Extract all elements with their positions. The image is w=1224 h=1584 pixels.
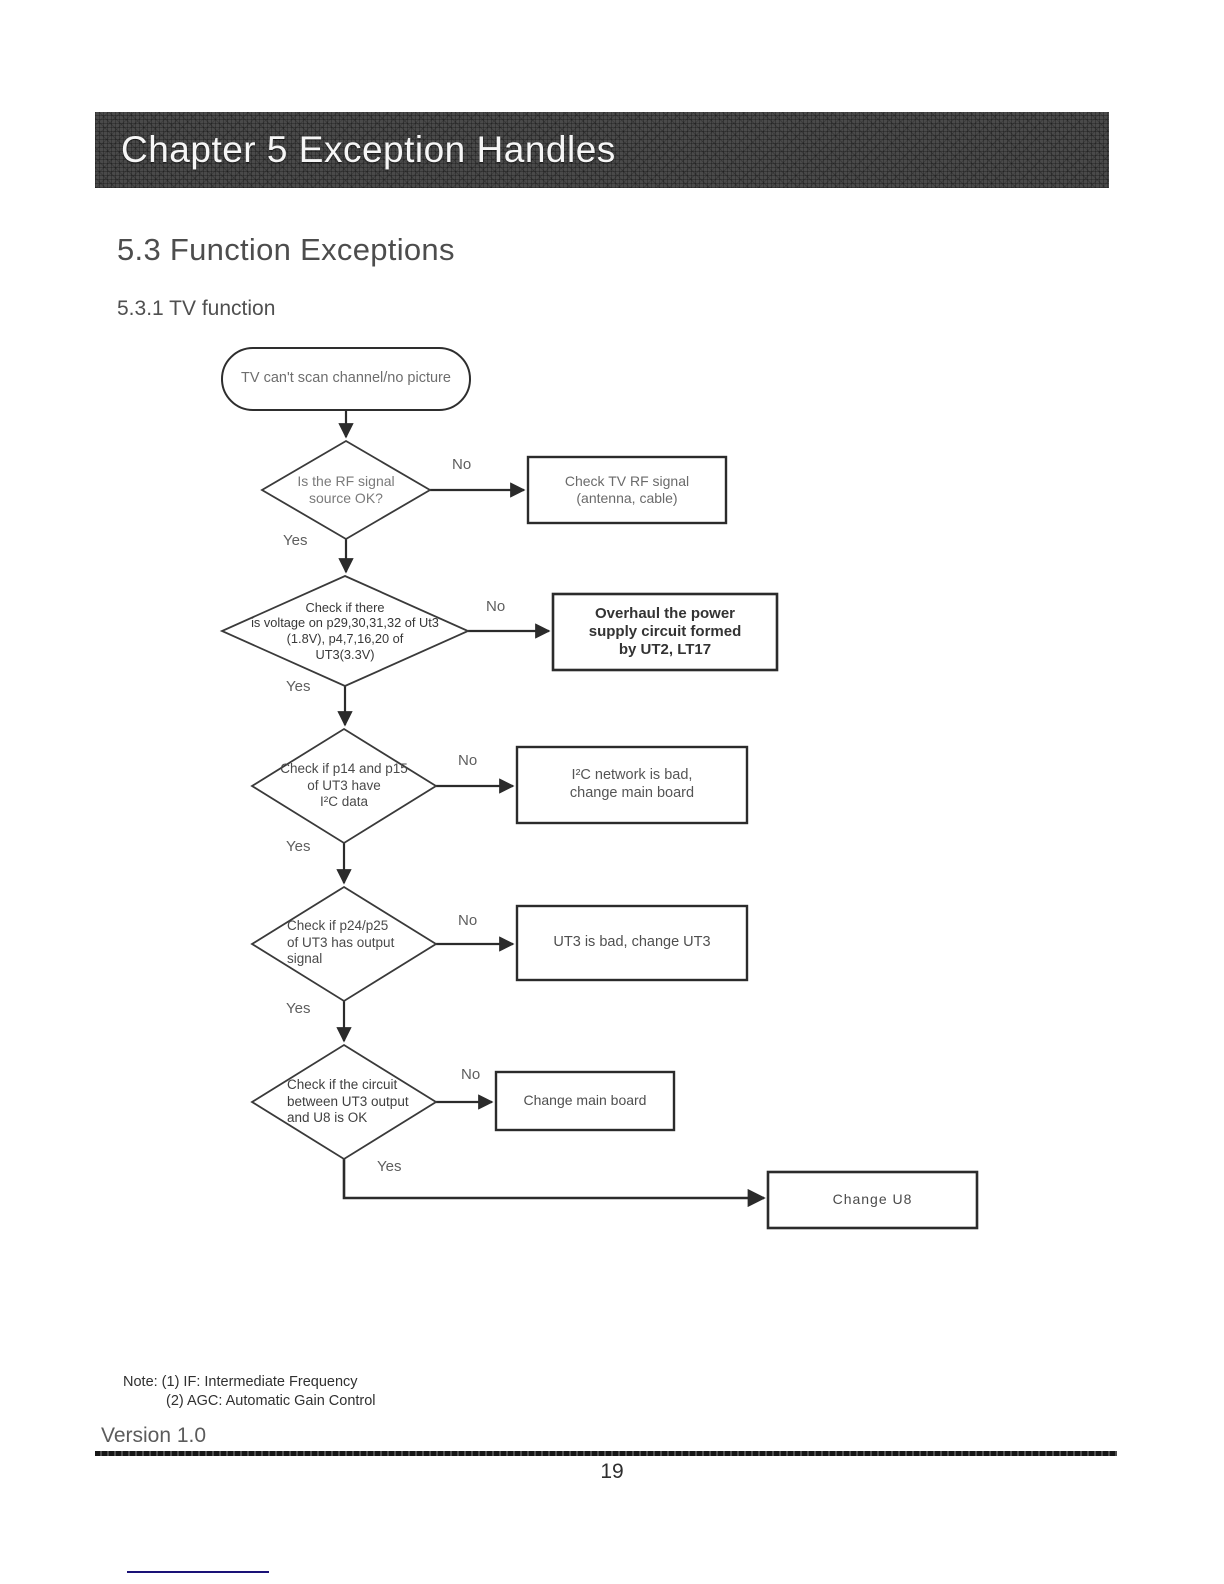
decision-circuit-u8-label: Check if the circuit between UT3 output … <box>287 1077 409 1126</box>
no-label-3: No <box>458 752 478 769</box>
action-change-main-board-label: Change main board <box>523 1092 647 1109</box>
chapter-title: Chapter 5 Exception Handles <box>121 129 616 170</box>
bottom-blue-line <box>127 1571 269 1573</box>
decision-voltage-label: Check if there is voltage on p29,30,31,3… <box>251 599 439 662</box>
action-overhaul-power-label: Overhaul the power supply circuit formed… <box>588 604 742 659</box>
decision-circuit-u8-shape <box>250 1043 438 1161</box>
start-node-label: TV can't scan channel/no picture <box>241 370 451 387</box>
action-ut3-bad-label: UT3 is bad, change UT3 <box>553 934 711 951</box>
page-number: 19 <box>600 1460 624 1483</box>
yes-label-2: Yes <box>286 678 311 695</box>
version-label: Version 1.0 <box>101 1424 207 1447</box>
decision-output-signal-label: Check if p24/p25 of UT3 has output signa… <box>287 918 395 967</box>
decision-i2c-data-shape <box>250 727 438 845</box>
yes-label-3: Yes <box>286 838 311 855</box>
no-label-2: No <box>486 598 506 615</box>
yes-label-1: Yes <box>283 532 308 549</box>
footer-note-line2: (2) AGC: Automatic Gain Control <box>166 1393 376 1409</box>
decision-output-signal-shape <box>250 885 438 1003</box>
yes-label-4: Yes <box>286 1000 311 1017</box>
action-check-rf-shape <box>526 455 728 525</box>
action-change-main-board-shape <box>494 1070 676 1132</box>
decision-rf-signal-shape <box>260 439 432 541</box>
yes-label-5: Yes <box>377 1158 402 1175</box>
no-label-5: No <box>461 1066 481 1083</box>
action-overhaul-power-shape <box>551 592 779 672</box>
decision-voltage-shape <box>219 575 471 687</box>
action-ut3-bad-shape <box>515 904 749 982</box>
action-change-u8-shape <box>766 1170 979 1230</box>
action-check-rf-label: Check TV RF signal (antenna, cable) <box>564 472 690 506</box>
footer-note-line1: Note: (1) IF: Intermediate Frequency <box>123 1374 358 1390</box>
chapter-banner: Chapter 5 Exception Handles <box>95 112 1109 188</box>
action-change-u8-label: Change U8 <box>832 1191 913 1208</box>
no-label-1: No <box>452 456 472 473</box>
action-i2c-bad-shape <box>515 745 749 825</box>
subsection-title: 5.3.1 TV function <box>117 297 276 320</box>
decision-i2c-data-label: Check if p14 and p15 of UT3 have I²C dat… <box>280 761 408 810</box>
action-i2c-bad-label: I²C network is bad, change main board <box>569 767 695 801</box>
decision-rf-signal-label: Is the RF signal source OK? <box>297 472 395 506</box>
footer-rule <box>95 1451 1117 1456</box>
no-label-4: No <box>458 912 478 929</box>
flow-arrow-d5-yes <box>342 1159 766 1208</box>
section-title: 5.3 Function Exceptions <box>117 232 455 267</box>
